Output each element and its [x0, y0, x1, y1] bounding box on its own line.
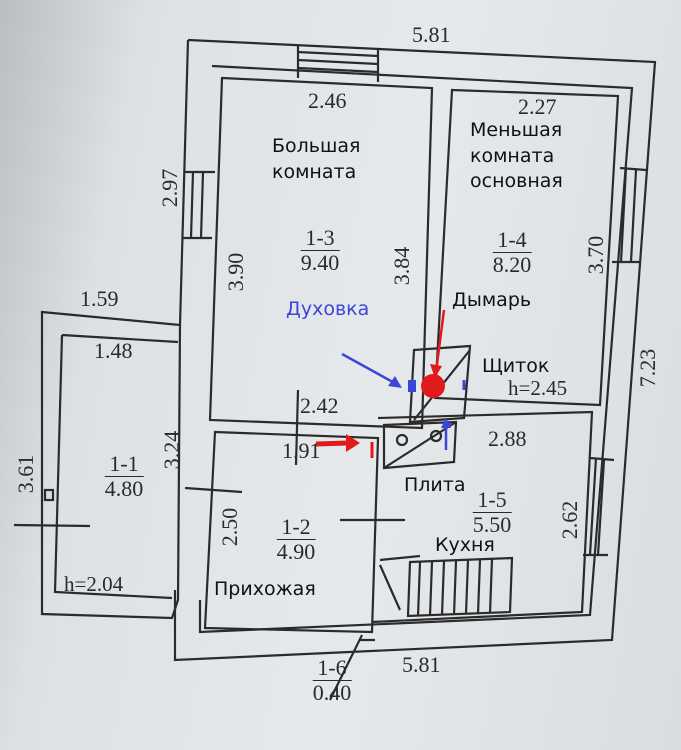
- window-right: [612, 166, 647, 264]
- stove-block: [382, 420, 458, 470]
- stove-ring: [429, 429, 443, 443]
- oven-marker: [408, 380, 416, 392]
- leader-1-6: [329, 634, 375, 701]
- room-1-5-width: 2.88: [488, 426, 527, 451]
- annex-outer-wall: [40, 310, 182, 620]
- room-area: 0.40: [312, 680, 352, 706]
- chimney-arrow-head: [430, 364, 442, 378]
- room-1-4-width: 2.27: [518, 94, 557, 119]
- room-1-4-height: 3.70: [583, 235, 608, 275]
- annotation-markers: [315, 309, 466, 458]
- room-1-4-code: 1-4 8.20: [492, 227, 532, 278]
- chimney-block: [408, 344, 472, 424]
- stove-ring: [395, 433, 409, 447]
- oven-arrow: [341, 352, 401, 388]
- window-left: [183, 170, 215, 240]
- left-wall-dim: 2.97: [157, 168, 182, 208]
- stove-diagonal: [383, 421, 457, 469]
- room-1-6-code: 1-6 0.40: [312, 655, 352, 706]
- stair-arrow: [378, 554, 421, 611]
- overall-right-dim: 7.23: [635, 348, 660, 388]
- annex-inner-wall: [53, 333, 179, 600]
- outer-wall-left: [178, 39, 190, 326]
- chimney-arrow: [434, 309, 446, 373]
- window-top: [296, 46, 380, 82]
- room-area: 5.50: [472, 512, 512, 538]
- annex-left-dim: 3.61: [13, 454, 38, 494]
- entry-arrow-head: [346, 434, 360, 452]
- window-kitchen: [583, 456, 615, 557]
- room-1-5-height: 2.62: [557, 500, 582, 540]
- room-1-1-width: 1.48: [94, 338, 133, 363]
- room-1-4-outline: [433, 88, 620, 407]
- room-1-1-height: 3.24: [159, 430, 184, 470]
- overall-top-dim: 5.81: [412, 22, 451, 47]
- oven-arrow-head: [388, 376, 402, 388]
- chimney-label: Дымарь: [452, 289, 532, 311]
- room-code: 1-3: [300, 225, 340, 252]
- room-1-1-code: 1-1 4.80: [104, 451, 144, 502]
- oven-label: Духовка: [286, 298, 370, 320]
- room-area: 8.20: [492, 252, 532, 278]
- room-area: 9.40: [300, 250, 340, 276]
- room-code: 1-6: [312, 655, 352, 682]
- room-1-5-code: 1-5 5.50: [472, 487, 512, 538]
- room-1-3-width: 2.46: [308, 88, 347, 113]
- overall-bottom-dim: 5.81: [402, 652, 441, 677]
- room-code: 1-2: [276, 514, 316, 541]
- room-1-2-extra: 1.91: [282, 438, 321, 463]
- annex-window-mark: [43, 488, 55, 502]
- room-1-1-ceiling: h=2.04: [64, 572, 124, 596]
- stove-label: Плита: [404, 474, 466, 496]
- room-area: 4.80: [104, 476, 144, 502]
- room-1-5-label: Кухня: [435, 534, 495, 556]
- stairs: [406, 556, 514, 618]
- outer-wall: [173, 38, 657, 662]
- room-area: 4.90: [276, 539, 316, 565]
- room-1-3-outline: [208, 76, 434, 430]
- room-1-2-width: 2.42: [300, 393, 339, 418]
- room-1-4-label: Меньшая комната основная: [470, 119, 563, 193]
- room-1-2-height: 2.50: [217, 507, 242, 547]
- entry-arrow: [315, 440, 349, 447]
- room-code: 1-1: [104, 451, 144, 478]
- stair-steps: [416, 558, 494, 617]
- room-1-3-label: Большая комната: [272, 135, 361, 183]
- room-1-2-label: Прихожая: [214, 578, 316, 600]
- room-1-3-height: 3.90: [223, 252, 248, 292]
- panel-arrow-head: [441, 418, 451, 428]
- room-1-2-outline: [203, 430, 380, 634]
- inner-wall: [198, 64, 634, 634]
- room-code: 1-5: [472, 487, 512, 514]
- chimney-dot: [421, 374, 445, 398]
- room-1-2-code: 1-2 4.90: [276, 514, 316, 565]
- annex-top-dim: 1.59: [80, 286, 119, 311]
- room-1-5-outline: [371, 410, 594, 624]
- dimension-ticks: [13, 389, 405, 528]
- room-1-5-ceiling: h=2.45: [508, 376, 568, 400]
- room-code: 1-4: [492, 227, 532, 254]
- room-1-3-code: 1-3 9.40: [300, 225, 340, 276]
- hall-dim: 3.84: [389, 246, 414, 286]
- panel-label: Щиток: [482, 355, 550, 377]
